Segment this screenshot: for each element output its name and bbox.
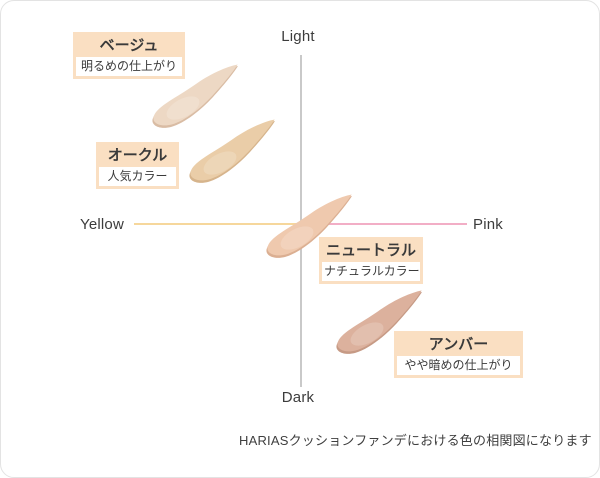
amber-label-block: アンバー やや暗めの仕上がり [394, 331, 523, 378]
neutral-title: ニュートラル [325, 242, 416, 259]
ochre-label-block: オークル 人気カラー [96, 142, 179, 189]
ochre-title: オークル [107, 147, 168, 164]
diagram-caption: HARIASクッションファンデにおける色の相関図になります [239, 433, 592, 448]
axis-label-pink: Pink [473, 216, 503, 233]
amber-title: アンバー [428, 336, 489, 353]
neutral-swatch-smear [266, 194, 352, 258]
pink-axis-line [301, 223, 467, 225]
neutral-subtitle: ナチュラルカラー [322, 262, 420, 281]
amber-subtitle: やや暗めの仕上がり [397, 356, 520, 375]
beige-label-block: ベージュ 明るめの仕上がり [73, 32, 185, 79]
neutral-label-block: ニュートラル ナチュラルカラー [319, 237, 423, 284]
ochre-swatch-smear [189, 119, 275, 183]
amber-swatch-smear [336, 290, 422, 354]
beige-title: ベージュ [99, 37, 159, 54]
axis-label-light: Light [281, 28, 315, 45]
axis-label-yellow: Yellow [80, 216, 125, 233]
ochre-subtitle: 人気カラー [99, 167, 176, 186]
axis-label-dark: Dark [281, 389, 315, 406]
beige-swatch-smear [152, 64, 238, 128]
yellow-axis-line [134, 223, 301, 225]
beige-subtitle: 明るめの仕上がり [76, 57, 182, 76]
